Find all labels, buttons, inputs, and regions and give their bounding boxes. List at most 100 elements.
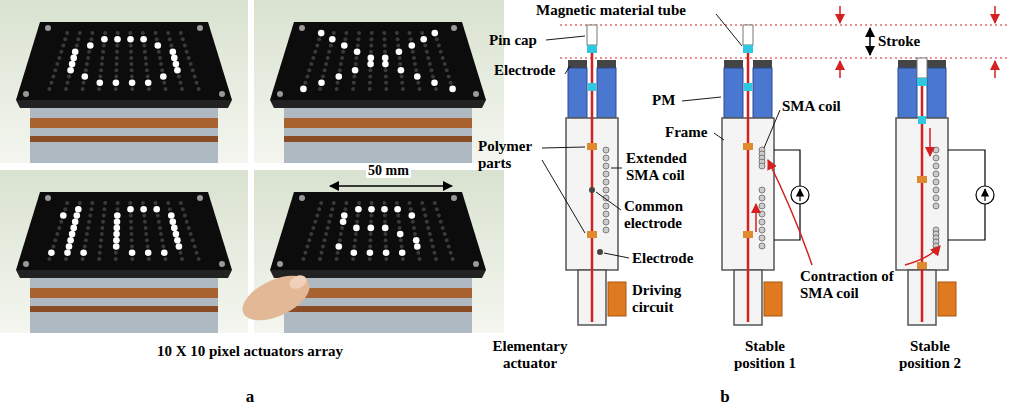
pin-hole [425, 50, 429, 54]
raised-pin [336, 243, 343, 250]
pin-hole [370, 37, 374, 41]
polymer-part [587, 143, 597, 150]
pin-hole [115, 62, 119, 66]
pin-hole [144, 56, 148, 60]
pin-hole [383, 220, 387, 224]
part-label: Pin cap [489, 32, 537, 49]
state-caption: Stable position 2 [885, 338, 975, 371]
pin-hole [354, 232, 358, 236]
raised-pin [397, 231, 404, 238]
pin-hole [143, 220, 147, 224]
sma-coil-turn [933, 171, 939, 177]
callout-arrow [905, 246, 940, 265]
pin-hole [395, 31, 399, 35]
pin-hole [116, 201, 120, 205]
pin-hole [439, 50, 443, 54]
pin-hole [53, 238, 57, 242]
actuator-housing [30, 104, 218, 163]
pin-hole [317, 207, 321, 211]
pin-hole [426, 56, 430, 60]
pin-hole [368, 87, 372, 91]
photo-background [0, 170, 248, 333]
part-label: Extended SMA coil [626, 150, 704, 183]
raised-pin [420, 36, 427, 43]
pin-hole [336, 251, 340, 255]
pin-hole [315, 214, 319, 218]
screw [277, 91, 283, 97]
raised-pin [354, 48, 361, 55]
pin-hole [397, 220, 401, 224]
pin-hole [422, 207, 426, 211]
pin-hole [129, 220, 133, 224]
current-source [976, 186, 994, 204]
raised-pin [367, 249, 374, 256]
raised-pin [368, 55, 375, 62]
raised-pin [329, 36, 336, 43]
raised-pin [414, 243, 421, 250]
photo-background [0, 0, 248, 163]
raised-pin [75, 206, 82, 213]
raised-pin [353, 225, 360, 232]
raised-pin [145, 79, 152, 86]
pin-hole [416, 251, 420, 255]
pin-hole [384, 75, 388, 79]
pin-hole [130, 257, 134, 261]
pin-hole [84, 238, 88, 242]
pin-hole [187, 56, 191, 60]
raised-pin [140, 206, 147, 213]
pin-hole [447, 75, 451, 79]
pin-hole [130, 75, 134, 79]
pin-hole [197, 87, 201, 91]
pin-hole [144, 226, 148, 230]
pin-hole [114, 68, 118, 72]
sma-coil-turn [603, 171, 609, 177]
pin-hole [416, 81, 420, 85]
raised-pin [70, 55, 77, 62]
pin-hole [179, 31, 183, 35]
raised-pin [318, 79, 325, 86]
leader-line [611, 168, 622, 169]
pin-hole [64, 87, 68, 91]
pin-hole [356, 44, 360, 48]
sma-coil-turn [603, 163, 609, 169]
pin-hole [355, 220, 359, 224]
part-label: Electrode [494, 62, 555, 79]
pin-hole [145, 238, 149, 242]
pin-hole [449, 81, 453, 85]
actuator-housing [284, 104, 472, 163]
raised-pin [140, 36, 147, 43]
pin-hole [146, 245, 150, 249]
copper-wiring [30, 306, 218, 312]
stroke-marker [994, 61, 996, 78]
pin-hole [368, 257, 372, 261]
pin-hole [76, 37, 80, 41]
sma-coil-turn [603, 211, 609, 217]
pin-hole [351, 257, 355, 261]
raised-pin [336, 73, 343, 80]
pin-hole [47, 257, 51, 261]
pin-head [917, 58, 927, 124]
pin-hole [55, 62, 59, 66]
pin-hole [396, 214, 400, 218]
pin-hole [384, 87, 388, 91]
pin-hole [398, 226, 402, 230]
leader-line [565, 66, 570, 74]
pin-hole [384, 81, 388, 85]
raised-pin [129, 79, 136, 86]
raised-pin [382, 225, 389, 232]
raised-pin [382, 55, 389, 62]
pin-hole [449, 251, 453, 255]
raised-pin [113, 237, 120, 244]
raised-pin [174, 67, 181, 74]
raised-pin [113, 231, 120, 238]
sma-coil-turn [603, 227, 609, 233]
pin-hole [154, 201, 158, 205]
pin-hole [441, 226, 445, 230]
pin-hole [102, 207, 106, 211]
pin-hole [61, 44, 65, 48]
screw [451, 195, 457, 201]
pin-hole [88, 214, 92, 218]
pin-hole [114, 251, 118, 255]
pin-hole [87, 220, 91, 224]
pin-hole [147, 257, 151, 261]
